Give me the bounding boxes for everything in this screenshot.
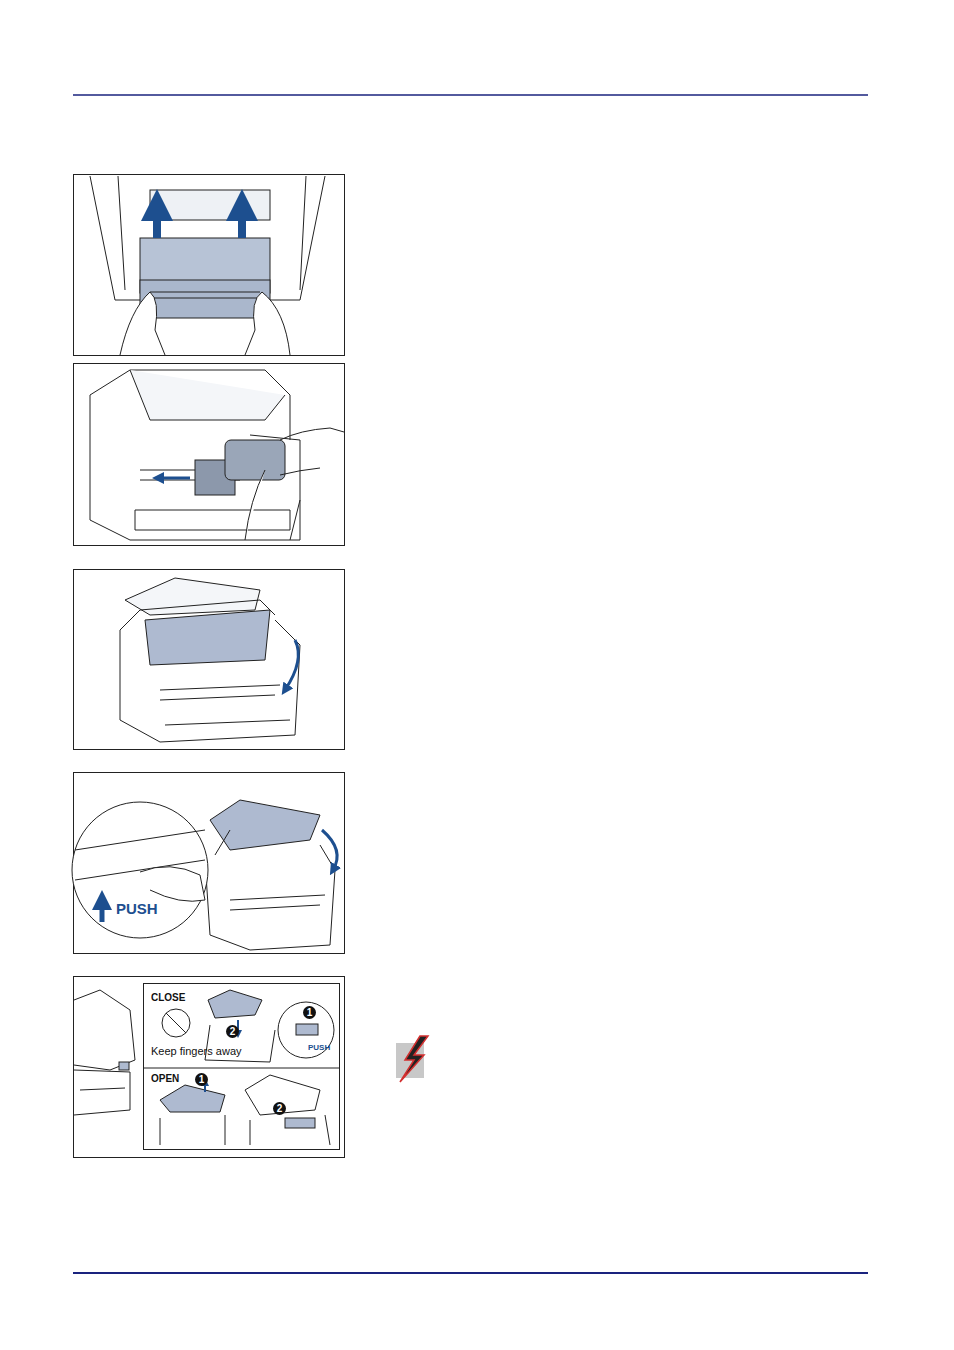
drawing-part (144, 984, 340, 1150)
drawing-part (74, 990, 135, 1070)
drawing-part (210, 800, 320, 850)
drawing-part (245, 470, 300, 540)
drawing-part (130, 370, 285, 420)
drawing-part (74, 175, 345, 356)
drawing-part (166, 1013, 186, 1033)
drawing-part (135, 510, 290, 530)
drawing-part (285, 640, 298, 690)
drawing-part (208, 990, 262, 1018)
callout-number: 2 (273, 1102, 286, 1115)
drawing-part (400, 1036, 428, 1082)
drawing-part (120, 292, 165, 355)
drawing-part (74, 570, 345, 750)
warning-note: Keep fingers away (151, 1046, 242, 1057)
drawing-part (225, 440, 285, 480)
drawing-part (250, 1115, 330, 1145)
callout-number: 1 (195, 1073, 208, 1086)
caution-icon (396, 1036, 428, 1082)
callout-number: 1 (303, 1006, 316, 1019)
footer-rule (73, 1272, 868, 1274)
drawing-part (140, 867, 205, 902)
drawing-part (150, 292, 260, 298)
drawing-part (322, 830, 337, 870)
figure-2 (90, 370, 344, 540)
drawing-part (238, 205, 246, 238)
drawing-part (285, 1118, 315, 1128)
drawing-part (160, 1115, 225, 1145)
drawing-part (90, 435, 300, 540)
drawing-part (145, 610, 270, 665)
drawing-part (140, 280, 270, 318)
drawing-part (74, 977, 345, 1158)
drawing-part (143, 1068, 340, 1069)
figure-frames (74, 175, 345, 1158)
drawing-part (100, 900, 105, 922)
drawing-part (162, 1009, 190, 1037)
drawing-part (153, 205, 161, 238)
drawing-part (150, 190, 270, 220)
drawing-part (205, 830, 335, 950)
figure-1 (90, 176, 325, 355)
drawing-part (280, 428, 344, 475)
callout-number: 2 (226, 1025, 239, 1038)
drawing-part (120, 620, 300, 742)
button-label: PUSH (116, 901, 158, 916)
drawing-part (72, 802, 208, 938)
drawing-part (160, 685, 290, 725)
figure-4 (0, 800, 337, 950)
drawing-part (74, 364, 345, 546)
figure-3 (120, 578, 300, 742)
drawing-part (296, 1024, 318, 1035)
drawing-part (90, 370, 290, 440)
drawing-part (278, 1002, 334, 1058)
drawing-part (245, 1075, 320, 1115)
drawing-part (119, 1062, 129, 1070)
drawing-part (245, 292, 290, 355)
drawing-part (230, 895, 325, 910)
drawing-part (74, 1070, 130, 1115)
drawing-part (160, 1085, 225, 1112)
drawing-part (158, 477, 190, 480)
section-heading: CLOSE (151, 993, 185, 1003)
section-heading: OPEN (151, 1074, 179, 1084)
header-rule (73, 94, 868, 96)
figure-5 (74, 984, 340, 1150)
button-label: PUSH (308, 1044, 330, 1052)
